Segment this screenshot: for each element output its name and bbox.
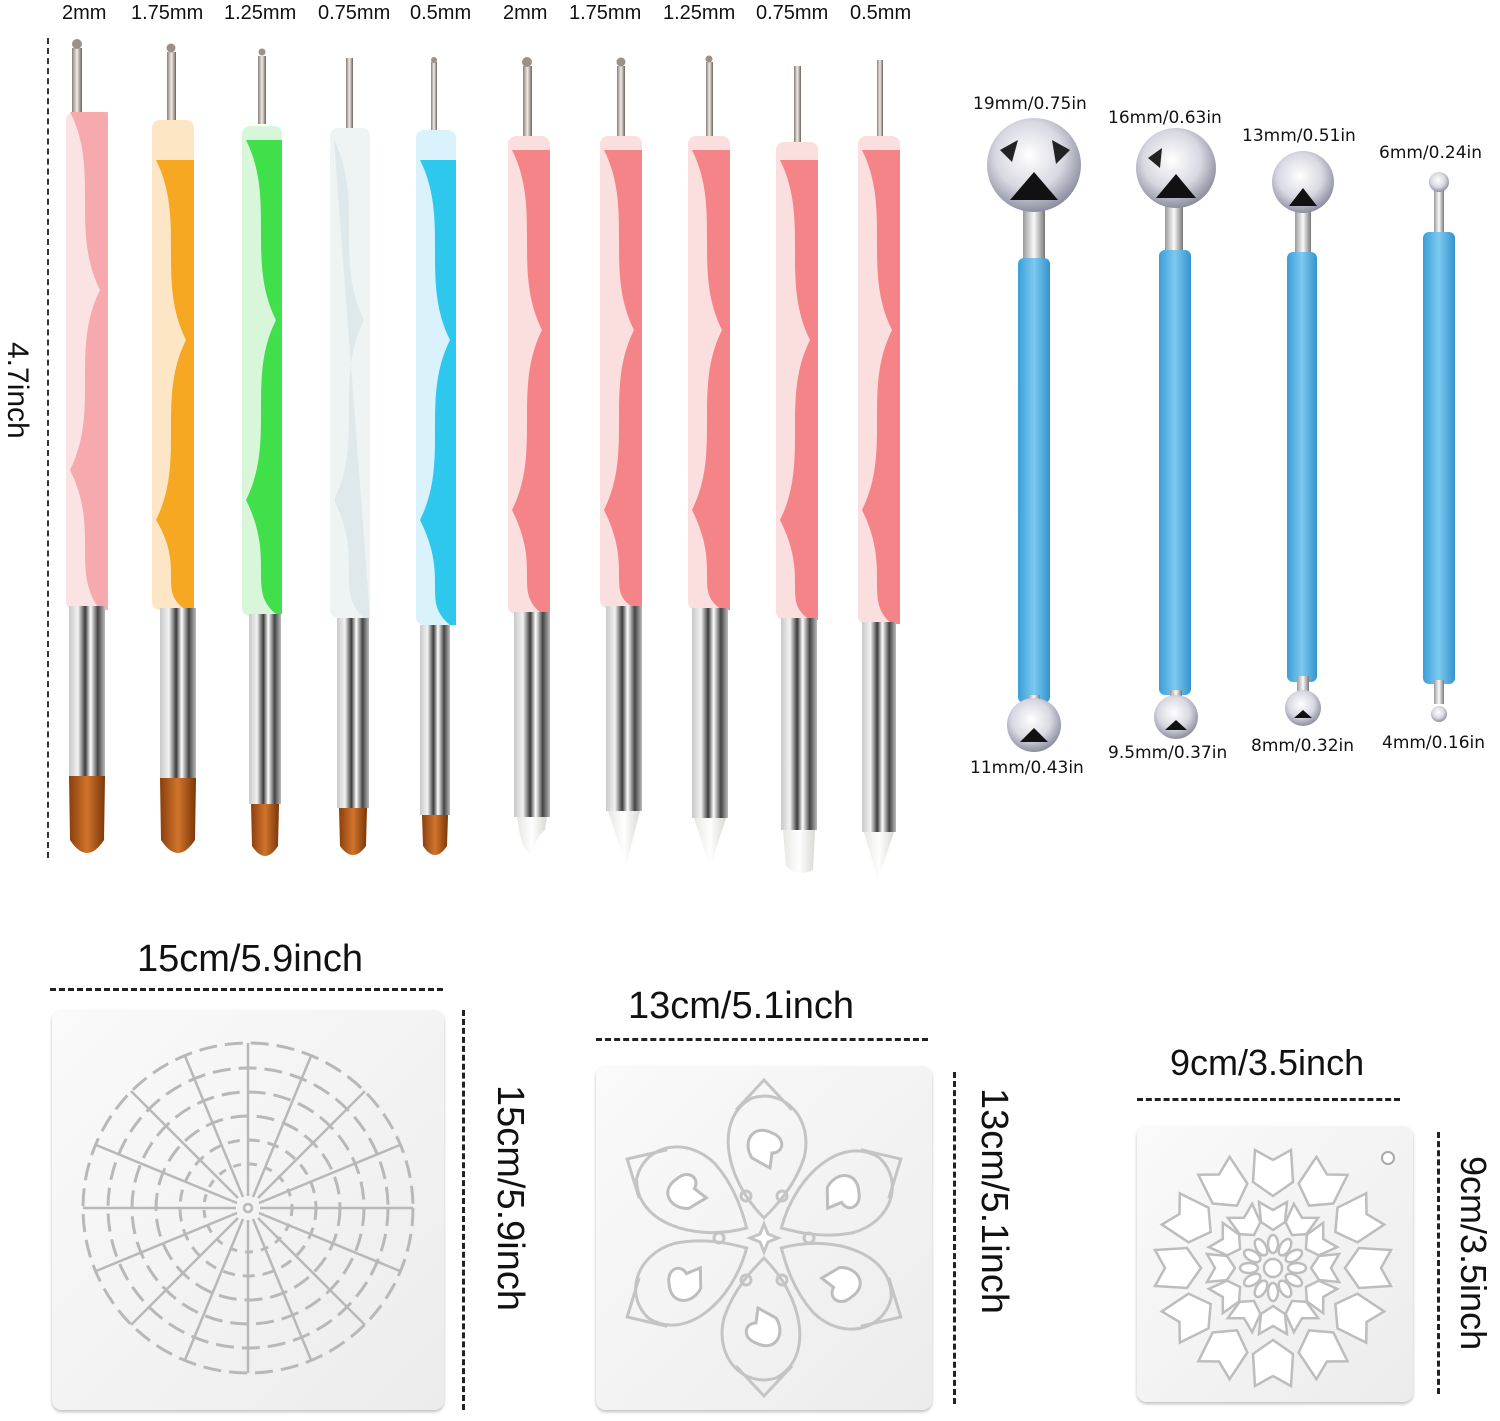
stencil-3-height-label: 9cm/3.5inch	[1453, 1156, 1494, 1351]
ball-bottom-label: 11mm/0.43in	[970, 758, 1084, 778]
stencil-2-height-line	[953, 1072, 956, 1404]
length-dashed-line	[47, 38, 49, 858]
stencil-3-height-line	[1437, 1132, 1440, 1394]
pen-label: 0.5mm	[850, 2, 912, 24]
pen-salmon-1	[508, 57, 550, 856]
hanging-hole-icon	[1381, 1151, 1395, 1165]
ball-tools-illustration	[987, 118, 1455, 752]
pen-salmon-4	[776, 66, 818, 874]
pen-salmon-3	[688, 55, 730, 868]
pen-label: 1.25mm	[224, 2, 297, 24]
pen-label: 0.5mm	[410, 2, 472, 24]
ball-top-label: 13mm/0.51in	[1242, 126, 1356, 146]
ball-tool-19mm	[987, 118, 1081, 752]
pen-label: 0.75mm	[318, 2, 391, 24]
pen-salmon-5	[858, 60, 900, 880]
dahlia-pattern	[1153, 1147, 1395, 1388]
pen-pink	[66, 39, 108, 853]
pen-salmon-2	[600, 57, 642, 866]
ball-tool-13mm	[1272, 151, 1334, 726]
stencil-3-width-label: 9cm/3.5inch	[1170, 1042, 1365, 1083]
ball-top-label: 19mm/0.75in	[973, 94, 1087, 114]
stencil-concentric-grid	[52, 1010, 444, 1410]
stencil-dahlia	[1137, 1126, 1413, 1402]
stencil-1-height-label: 15cm/5.9inch	[489, 1085, 531, 1312]
stencil-flower-hearts	[596, 1066, 932, 1410]
ball-tool-6mm	[1423, 172, 1455, 722]
stencil-2-height-label: 13cm/5.1inch	[973, 1088, 1015, 1315]
dotting-pens-illustration	[66, 39, 900, 880]
pen-label: 2mm	[503, 2, 548, 24]
stencil-1-height-line	[462, 1010, 465, 1410]
stencil-1-width-line	[50, 988, 443, 991]
pen-blue	[416, 57, 456, 855]
pen-length-label: 4.7inch	[1, 342, 34, 439]
stencil-1-width-label: 15cm/5.9inch	[137, 938, 364, 980]
flower-hearts-pattern	[611, 1077, 917, 1398]
ball-bottom-label: 9.5mm/0.37in	[1108, 743, 1228, 763]
ball-top-label: 6mm/0.24in	[1379, 143, 1483, 163]
ball-top-label: 16mm/0.63in	[1108, 108, 1222, 128]
pen-label: 1.75mm	[131, 2, 204, 24]
pen-label: 0.75mm	[756, 2, 829, 24]
pen-label: 1.25mm	[663, 2, 736, 24]
stencil-2-width-line	[596, 1038, 928, 1041]
stencil-2-width-label: 13cm/5.1inch	[628, 985, 855, 1027]
concentric-grid-pattern	[81, 1041, 415, 1375]
pen-green	[242, 48, 282, 856]
pen-label: 2mm	[62, 2, 107, 24]
pen-white	[330, 58, 370, 855]
pen-label: 1.75mm	[569, 2, 642, 24]
stencil-3-width-line	[1137, 1098, 1400, 1101]
ball-tool-16mm	[1136, 128, 1216, 739]
ball-bottom-label: 4mm/0.16in	[1382, 733, 1486, 753]
pen-orange	[152, 43, 196, 853]
ball-bottom-label: 8mm/0.32in	[1251, 736, 1355, 756]
